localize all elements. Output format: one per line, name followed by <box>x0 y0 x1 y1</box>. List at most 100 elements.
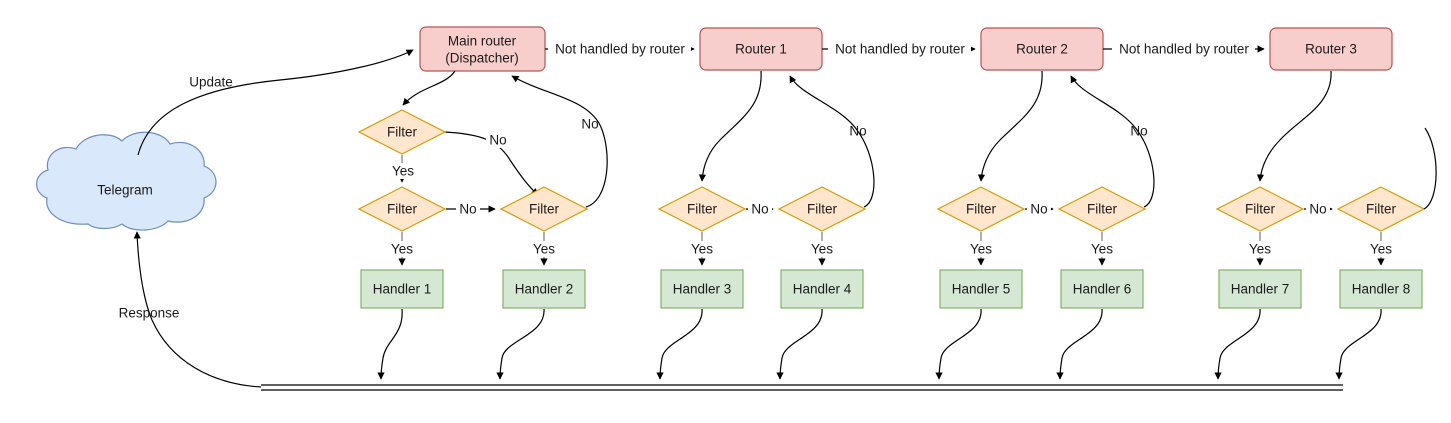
edge-filter2-to-mainrouter <box>511 75 608 208</box>
edge-label-yes-1: Yes <box>392 164 414 179</box>
filter-1-diamond <box>357 109 447 155</box>
filter-6-label: Filter <box>966 202 997 217</box>
edge-label-not-handled-3: Not handled by router <box>1119 42 1249 57</box>
handler-8-label: Handler 8 <box>1352 282 1411 297</box>
handler-3-label: Handler 3 <box>673 282 732 297</box>
filter-4-node[interactable]: Filter <box>657 186 747 232</box>
edge-router3-to-filter8 <box>1256 70 1332 182</box>
filter-2-diamond <box>499 186 589 232</box>
filter-5-label: Filter <box>807 202 838 217</box>
edge-handler3-to-bus <box>656 308 703 380</box>
telegram-cloud-node[interactable]: Telegram <box>36 131 217 231</box>
handler-6-label: Handler 6 <box>1073 282 1132 297</box>
edge-label-no-2: No <box>581 117 598 132</box>
edge-label-yes-4: Yes <box>691 242 713 257</box>
handler-4-node[interactable]: Handler 4 <box>780 269 864 309</box>
edge-label-yes-6: Yes <box>970 242 992 257</box>
handler-6-box <box>1060 269 1144 309</box>
filter-6-node[interactable]: Filter <box>936 186 1026 232</box>
edge-label-yes-3: Yes <box>533 242 555 257</box>
edge-label-bg-yes6 <box>968 241 994 257</box>
edge-label-bg-yes8 <box>1247 241 1273 257</box>
edge-router1-to-filter4 <box>698 70 762 182</box>
edge-filter9-no-return <box>1423 127 1437 210</box>
handler-4-box <box>780 269 864 309</box>
filter-7-diamond <box>1057 186 1147 232</box>
handler-8-node[interactable]: Handler 8 <box>1339 269 1423 309</box>
handler-1-node[interactable]: Handler 1 <box>360 269 444 309</box>
filter-9-diamond <box>1336 186 1426 232</box>
edge-handler6-to-bus <box>1056 308 1103 380</box>
edge-router2-to-filter6 <box>977 70 1043 182</box>
edge-label-no-7: No <box>1030 202 1047 217</box>
handler-4-label: Handler 4 <box>793 282 852 297</box>
edge-label-no-8: No <box>1130 124 1147 139</box>
edge-handler4-to-bus <box>776 308 823 380</box>
filter-9-node[interactable]: Filter <box>1336 186 1426 232</box>
handler-3-node[interactable]: Handler 3 <box>660 269 744 309</box>
handler-2-label: Handler 2 <box>515 282 574 297</box>
handler-2-node[interactable]: Handler 2 <box>502 269 586 309</box>
router-3-label: Router 3 <box>1305 42 1357 57</box>
handler-8-box <box>1339 269 1423 309</box>
filter-7-node[interactable]: Filter <box>1057 186 1147 232</box>
filter-1-label: Filter <box>387 125 418 140</box>
handler-2-box <box>502 269 586 309</box>
router-1-node[interactable]: Router 1 <box>699 27 823 71</box>
telegram-label: Telegram <box>97 183 153 198</box>
handler-5-label: Handler 5 <box>952 282 1011 297</box>
edge-label-bg-no3 <box>456 201 480 217</box>
edge-handler1-to-bus <box>377 308 403 380</box>
filter-8-node[interactable]: Filter <box>1215 186 1305 232</box>
router-3-box <box>1269 27 1393 71</box>
edge-label-no-3: No <box>459 202 476 217</box>
handler-5-box <box>939 269 1023 309</box>
filter-9-label: Filter <box>1366 202 1397 217</box>
edge-label-bg-no4 <box>748 201 772 217</box>
edge-label-not-handled-1: Not handled by router <box>555 42 685 57</box>
edge-mainrouter-to-filter1 <box>402 70 456 106</box>
edge-response <box>133 231 262 388</box>
edge-filter7-to-router2 <box>1070 75 1155 208</box>
edge-filter1-to-filter2 <box>444 131 539 196</box>
edge-label-bg-yes1 <box>390 163 416 179</box>
edge-label-yes-5: Yes <box>811 242 833 257</box>
edge-label-no-4: No <box>751 202 768 217</box>
edge-label-bg-yes3 <box>531 241 557 257</box>
filter-3-node[interactable]: Filter <box>357 186 447 232</box>
filter-8-diamond <box>1215 186 1305 232</box>
edge-label-bg-no7 <box>1027 201 1051 217</box>
filter-1-node[interactable]: Filter <box>357 109 447 155</box>
handler-5-node[interactable]: Handler 5 <box>939 269 1023 309</box>
edge-label-not-handled-2: Not handled by router <box>835 42 965 57</box>
handler-1-label: Handler 1 <box>373 282 432 297</box>
edge-label-bg-1 <box>548 41 691 58</box>
handler-7-label: Handler 7 <box>1231 282 1290 297</box>
filter-5-node[interactable]: Filter <box>777 186 867 232</box>
filter-3-diamond <box>357 186 447 232</box>
edge-label-yes-9: Yes <box>1370 242 1392 257</box>
edge-label-response: Response <box>119 306 180 321</box>
edge-label-bg-no1 <box>486 132 510 148</box>
filter-7-label: Filter <box>1087 202 1118 217</box>
filter-8-label: Filter <box>1245 202 1276 217</box>
handler-7-box <box>1218 269 1302 309</box>
filter-4-diamond <box>657 186 747 232</box>
cloud-shape <box>36 131 217 231</box>
router-3-node[interactable]: Router 3 <box>1269 27 1393 71</box>
filter-6-diamond <box>936 186 1026 232</box>
handler-6-node[interactable]: Handler 6 <box>1060 269 1144 309</box>
filter-2-node[interactable]: Filter <box>499 186 589 232</box>
router-1-label: Router 1 <box>735 42 787 57</box>
main-router-node[interactable]: Main router (Dispatcher) <box>419 26 546 72</box>
edge-label-bg-yes4 <box>689 241 715 257</box>
edge-handler2-to-bus <box>496 308 545 380</box>
edge-label-no-10: No <box>1309 202 1326 217</box>
filter-4-label: Filter <box>687 202 718 217</box>
edge-label-no-1: No <box>489 133 506 148</box>
edge-update <box>137 49 414 156</box>
router-2-node[interactable]: Router 2 <box>980 27 1104 71</box>
edge-label-bg-2 <box>828 41 971 58</box>
handler-7-node[interactable]: Handler 7 <box>1218 269 1302 309</box>
